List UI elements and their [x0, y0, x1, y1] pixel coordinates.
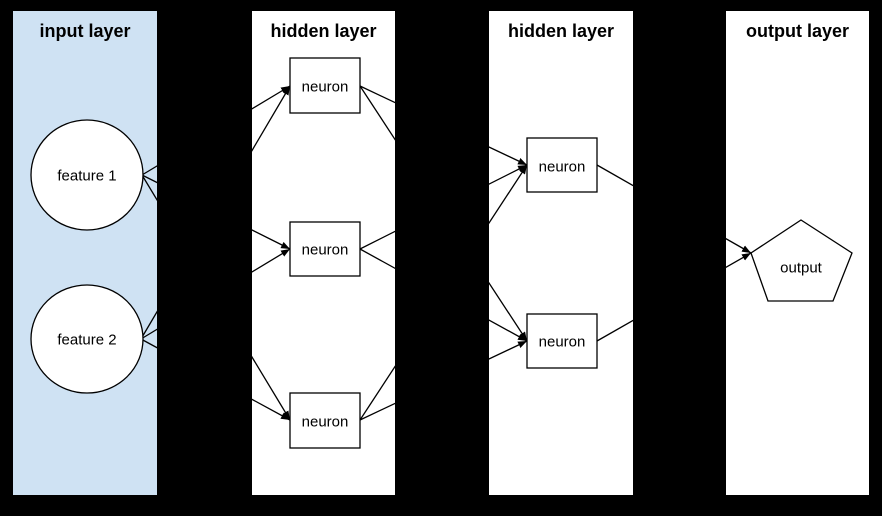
edge-h2n1-output — [596, 164, 752, 254]
edge-h1n3-h2n2 — [359, 340, 528, 421]
node-h2-neuron-1-label: neuron — [539, 158, 586, 175]
node-feature-1 — [30, 119, 144, 231]
panel-hidden-layer-2 — [489, 11, 633, 495]
node-h2-neuron-2-label: neuron — [539, 333, 586, 350]
edges — [140, 85, 752, 421]
edge-feature1-h1n1 — [141, 85, 291, 176]
edge-h1n2-h2n1 — [359, 164, 528, 250]
edge-feature2-h1n3 — [140, 338, 291, 421]
node-output-label: output — [780, 259, 823, 276]
node-h1-neuron-1 — [289, 57, 361, 114]
edge-h1n1-h2n2 — [359, 85, 528, 342]
edge-feature2-h1n1 — [140, 85, 291, 340]
edge-h1n1-h2n1 — [359, 85, 528, 166]
node-feature-1-label: feature 1 — [57, 167, 116, 184]
node-h2-neuron-1 — [526, 137, 598, 193]
edge-h1n3-h2n1 — [359, 164, 528, 421]
node-h1-neuron-3 — [289, 392, 361, 449]
nodes: feature 1 feature 2 neuron neuron neuron… — [30, 57, 853, 449]
node-output — [750, 219, 853, 302]
edge-h2n2-output — [596, 252, 752, 342]
node-feature-2 — [30, 284, 144, 394]
hidden-layer-1-title: hidden layer — [270, 21, 376, 41]
node-h1-neuron-1-label: neuron — [302, 78, 349, 95]
edge-feature2-h1n2 — [140, 248, 291, 340]
node-h1-neuron-2-label: neuron — [302, 241, 349, 258]
node-h1-neuron-3-label: neuron — [302, 413, 349, 430]
node-h1-neuron-2 — [289, 221, 361, 277]
node-feature-2-label: feature 2 — [57, 331, 116, 348]
input-layer-title: input layer — [39, 21, 130, 41]
node-h2-neuron-2 — [526, 313, 598, 369]
edge-feature1-h1n3 — [141, 174, 291, 421]
panel-input-layer — [13, 11, 157, 495]
layer-titles: input layer hidden layer hidden layer ou… — [39, 21, 849, 41]
edge-h1n2-h2n2 — [359, 248, 528, 342]
hidden-layer-2-title: hidden layer — [508, 21, 614, 41]
output-layer-title: output layer — [746, 21, 849, 41]
